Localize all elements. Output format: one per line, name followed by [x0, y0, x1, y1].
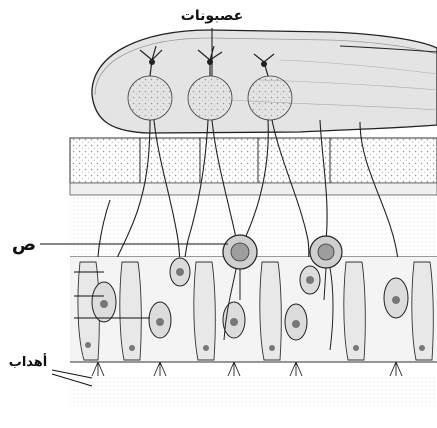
label-cilia: أهداب [9, 353, 48, 370]
label-sad: ص [12, 234, 36, 255]
bone-layer [70, 138, 437, 195]
mucus-layer [70, 376, 437, 406]
label-neurons: عصبونات [181, 8, 243, 24]
cilia [92, 362, 402, 376]
